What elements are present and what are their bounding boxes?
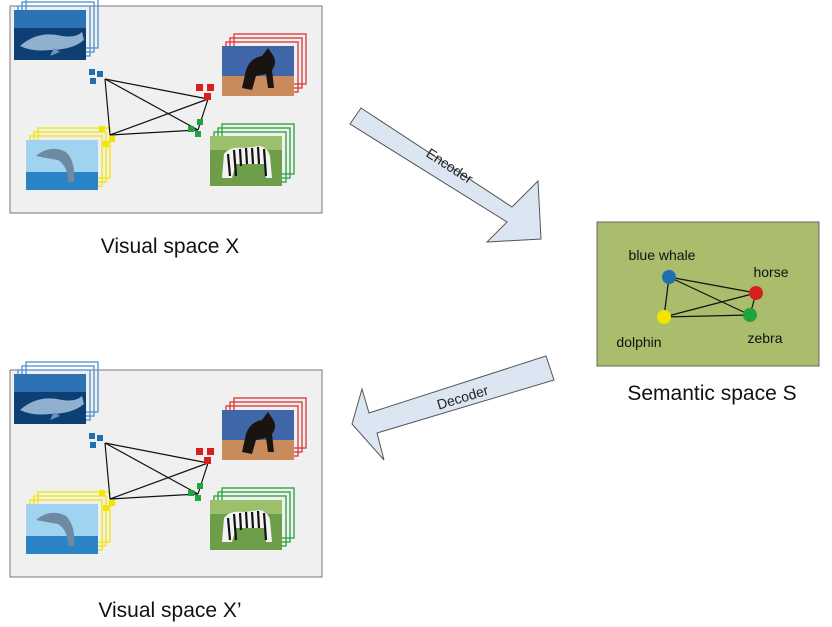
label-dolphin: dolphin — [616, 334, 661, 350]
visual-space-x-caption: Visual space X — [101, 235, 240, 258]
decoder-arrow: Decoder — [351, 355, 555, 461]
node-blue-whale — [662, 270, 676, 284]
label-horse: horse — [753, 264, 788, 280]
visual-space-x-prime-panel — [8, 360, 324, 579]
visual-space-x-panel — [8, 0, 324, 215]
node-horse — [749, 286, 763, 300]
node-zebra — [743, 308, 757, 322]
semantic-space-panel: blue whale horse dolphin zebra — [596, 221, 820, 367]
visual-space-x-prime-caption: Visual space X’ — [98, 599, 241, 622]
encoder-arrow: Encoder — [349, 107, 542, 243]
label-blue-whale: blue whale — [629, 247, 696, 263]
semantic-space-caption: Semantic space S — [627, 382, 796, 405]
node-dolphin — [657, 310, 671, 324]
label-zebra: zebra — [747, 330, 782, 346]
